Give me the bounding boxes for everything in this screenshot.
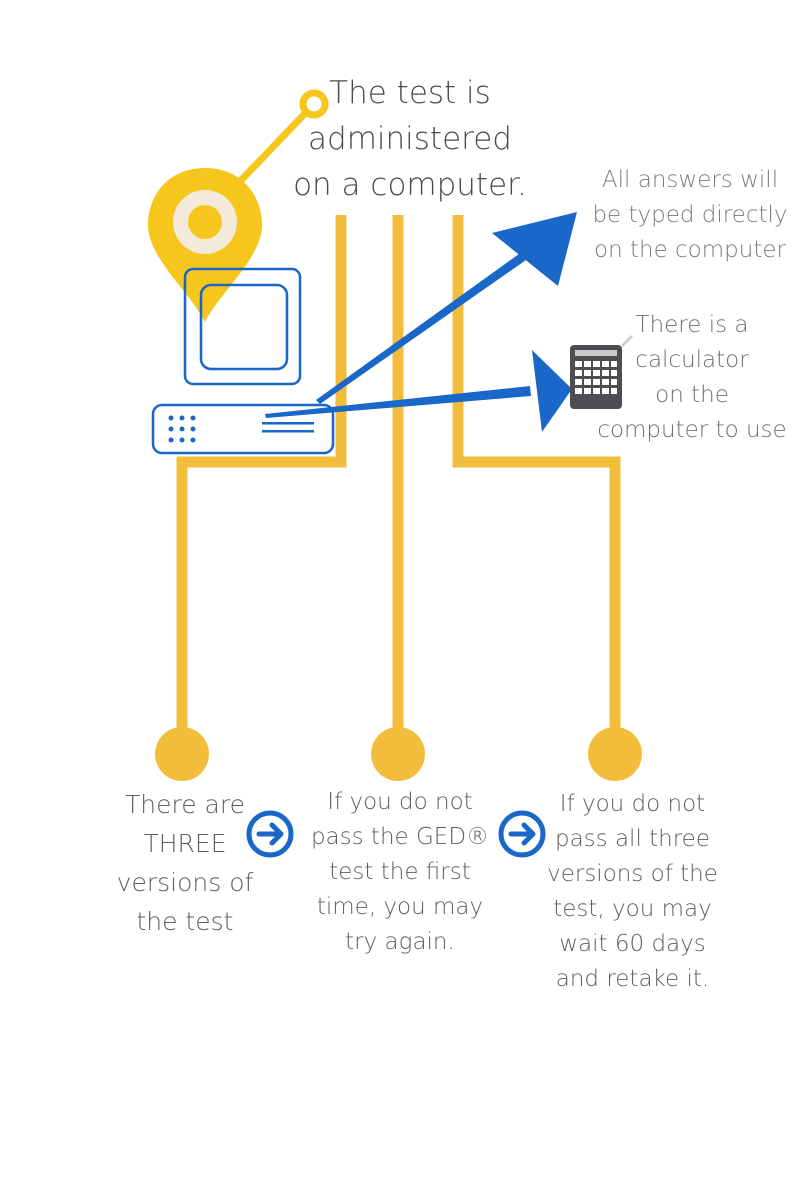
step-node-2 [371,727,425,781]
title-line: administered [308,121,512,157]
note-line: on the computer [594,237,786,263]
step-line: pass the GED® [310,824,490,850]
step-line: versions of the [547,861,718,887]
step-line: test, you may [553,896,712,922]
step-node-3 [588,727,642,781]
step-line: test the first [329,859,471,885]
step-line: If you do not [327,789,473,815]
connector-line-left [176,215,347,740]
monitor-icon [183,267,302,386]
title-text: The test is administered on a computer. [280,70,540,208]
title-line: on a computer. [293,167,527,203]
typed-answers-note: All answers will be typed directly on th… [585,163,795,268]
connector-line-right [452,215,621,740]
title-line: The test is [329,75,491,111]
note-line: computer to use [597,417,787,443]
step-node-1 [155,727,209,781]
arrow-right-circle-icon [246,810,294,858]
step-text-3: If you do not pass all three versions of… [535,787,730,997]
arrow-to-typed-note [316,212,577,404]
arrow-to-calculator [265,350,572,432]
computer-base-icon [151,403,335,455]
calculator-icon [570,334,634,409]
connector-lines [176,215,621,740]
note-line: calculator [635,347,749,373]
step-text-1: There are THREE versions of the test [100,785,270,941]
note-line: be typed directly [592,202,788,228]
step-line: the test [136,907,234,936]
calculator-note: There is a calculator on the computer to… [592,308,792,448]
note-line: on the [655,382,729,408]
step-text-2: If you do not pass the GED® test the fir… [300,785,500,960]
step-line: If you do not [559,791,706,817]
note-line: There is a [635,312,749,338]
step-line: pass all three [554,826,710,852]
note-line: All answers will [601,167,779,193]
step-line: versions of [116,868,254,897]
step-line: try again. [345,929,455,955]
location-pin-icon [148,89,329,322]
step-line: and retake it. [555,966,710,992]
step-line: There are [125,790,245,819]
step-line: wait 60 days [559,931,706,957]
arrow-right-circle-icon [498,810,546,858]
step-line: time, you may [316,894,484,920]
step-line: THREE [143,829,227,858]
